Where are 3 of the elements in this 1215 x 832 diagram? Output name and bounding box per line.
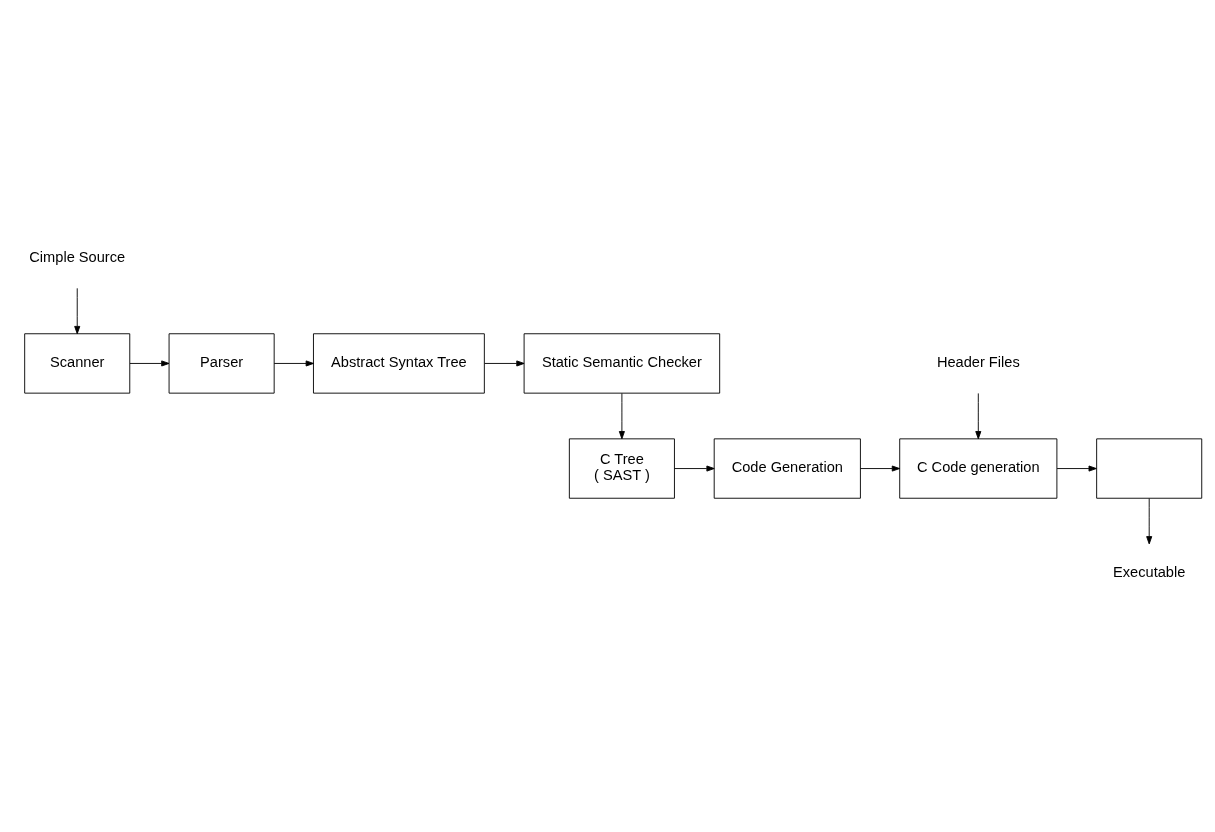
node-text: Executable	[1113, 564, 1186, 581]
node-text: Cimple Source	[29, 248, 126, 265]
node-text: Header Files	[936, 353, 1020, 370]
